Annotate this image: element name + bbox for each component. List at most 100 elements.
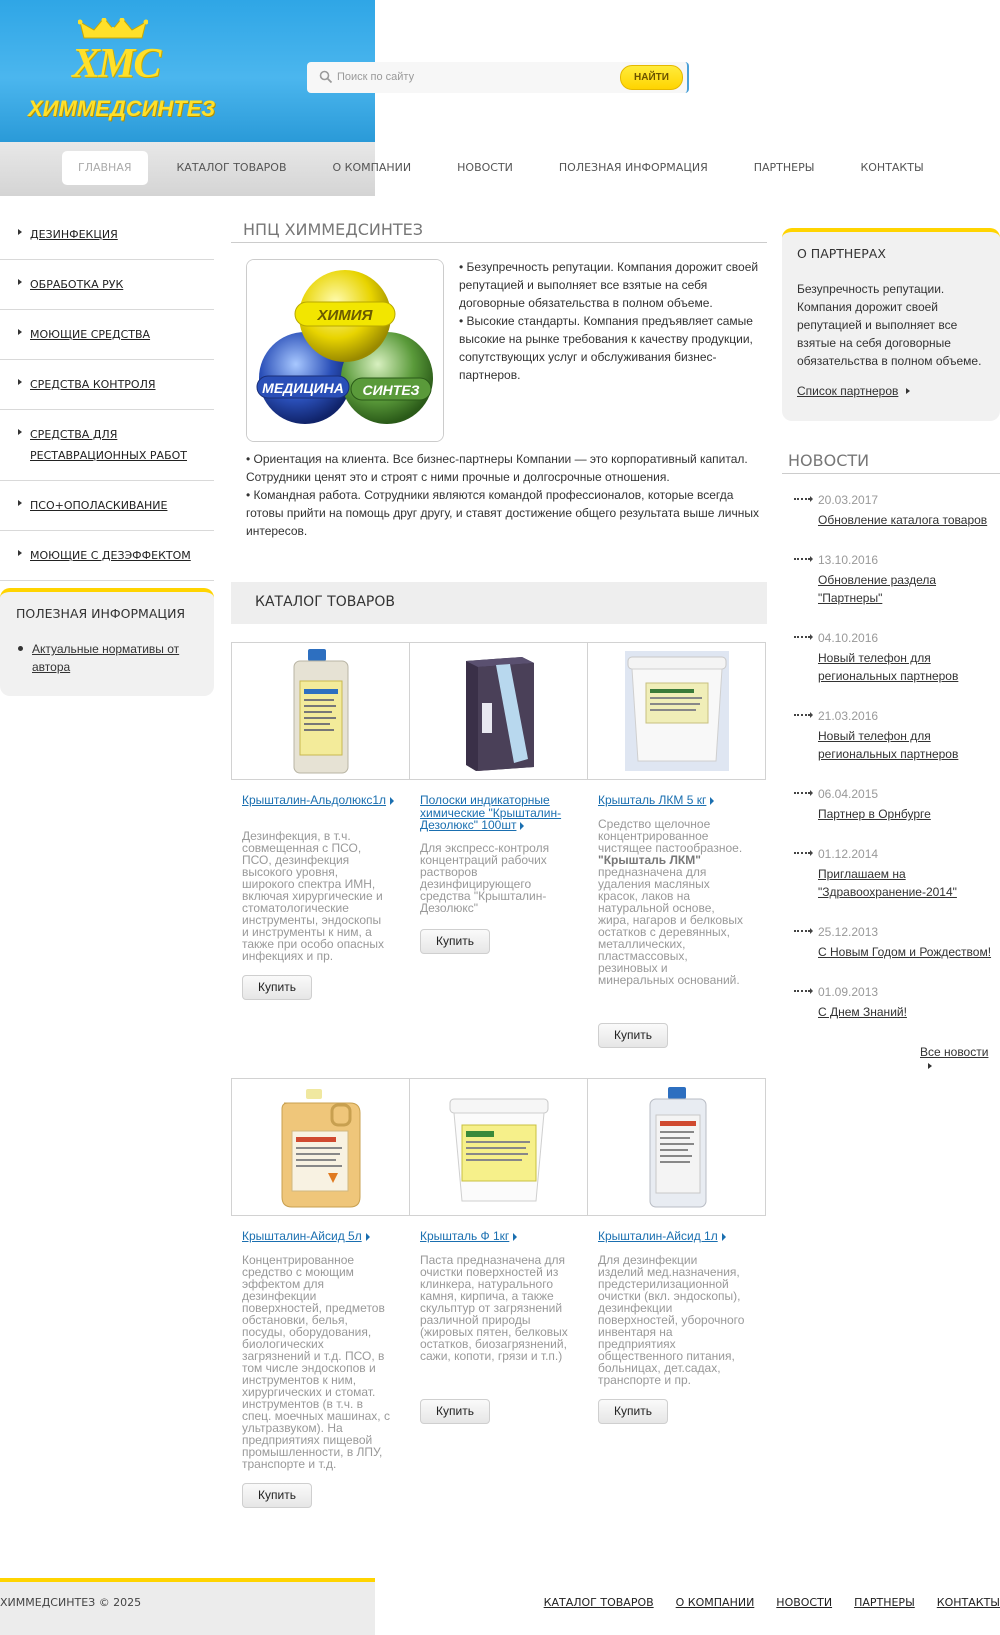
dotted-arrow-icon [794,496,813,502]
news-date: 21.03.2016 [818,709,879,723]
nav-item-contacts[interactable]: КОНТАКТЫ [860,161,924,174]
category-link[interactable]: МОЮЩИЕ СРЕДСТВА [30,328,151,341]
partners-list-label: Список партнеров [797,384,899,398]
product-title-link[interactable]: Крышталин-Айсид 1л [598,1230,758,1243]
category-item-restoration[interactable]: СРЕДСТВА ДЛЯ РЕСТАВРАЦИОННЫХ РАБОТ [0,410,214,481]
category-link[interactable]: СРЕДСТВА КОНТРОЛЯ [30,378,156,391]
buy-button[interactable]: Купить [242,975,312,1000]
product-title-link[interactable]: Крышталин-Альдолюкс1л [242,794,402,807]
product-image[interactable] [587,642,766,780]
nav-item-news[interactable]: НОВОСТИ [457,161,513,174]
arrow-right-icon [928,1063,932,1069]
buy-button[interactable]: Купить [242,1483,312,1508]
buy-button[interactable]: Купить [598,1023,668,1048]
about-partners-box: О ПАРТНЕРАХ Безупречность репутации. Ком… [782,228,1000,421]
product-image[interactable] [409,642,588,780]
news-link[interactable]: Партнер в Орнбурге [818,807,931,821]
product-title: Крышталь ЛКМ 5 кг [598,793,707,807]
bullet-arrow-icon [18,279,22,285]
product-title-link[interactable]: Полоски индикаторные химические "Крыштал… [420,794,580,832]
footer-nav: КАТАЛОГ ТОВАРОВ О КОМПАНИИ НОВОСТИ ПАРТН… [522,1596,1000,1609]
category-link[interactable]: ДЕЗИНФЕКЦИЯ [30,228,118,241]
about-paragraph: • Безупречность репутации. Компания доро… [459,260,759,310]
category-menu: ДЕЗИНФЕКЦИЯ ОБРАБОТКА РУК МОЮЩИЕ СРЕДСТВ… [0,210,214,581]
bullet-dot-icon [18,646,23,651]
product-title: Крышталь Ф 1кг [420,1229,510,1243]
product-title: Крышталин-Айсид 5л [242,1229,362,1243]
news-date: 01.09.2013 [818,985,879,999]
news-link[interactable]: Новый телефон для региональных партнеров [818,651,959,683]
footer-link-partners[interactable]: ПАРТНЕРЫ [854,1596,915,1609]
search-icon [319,70,333,84]
logo[interactable]: ХМС ХИММЕДСИНТЕЗ [22,14,215,124]
about-title: НПЦ ХИММЕДСИНТЕЗ [231,220,767,243]
product-image[interactable] [587,1078,766,1216]
bucket-image [449,1098,549,1202]
buy-button[interactable]: Купить [598,1399,668,1424]
search-input[interactable] [337,67,617,87]
useful-info-box: ПОЛЕЗНАЯ ИНФОРМАЦИЯ Актуальные нормативы… [0,588,214,696]
search-button[interactable]: НАЙТИ [620,65,683,90]
category-item-disinfection[interactable]: ДЕЗИНФЕКЦИЯ [0,210,214,260]
product-image[interactable] [409,1078,588,1216]
news-date: 06.04.2015 [818,787,879,801]
news-link[interactable]: С Новым Годом и Рождеством! [818,945,992,959]
all-news-link[interactable]: Все новости [920,1045,1000,1073]
footer-link-contacts[interactable]: КОНТАКТЫ [936,1596,1000,1609]
nav-item-about[interactable]: О КОМПАНИИ [332,161,412,174]
news-link[interactable]: Приглашаем на "Здравоохранение-2014" [818,867,957,899]
nav-item-partners[interactable]: ПАРТНЕРЫ [753,161,815,174]
dotted-arrow-icon [794,850,813,856]
category-link[interactable]: МОЮЩИЕ С ДЕЗЭФФЕКТОМ [30,549,191,562]
image-label-medicine: МЕДИЦИНА [262,380,344,396]
category-link[interactable]: ПСО+ОПОЛАСКИВАНИЕ [30,499,168,512]
buy-button[interactable]: Купить [420,1399,490,1424]
product-image[interactable] [231,1078,410,1216]
category-link[interactable]: ОБРАБОТКА РУК [30,278,124,291]
product-title-link[interactable]: Крышталин-Айсид 5л [242,1230,402,1243]
category-item-detergents[interactable]: МОЮЩИЕ СРЕДСТВА [0,310,214,360]
product-title-link[interactable]: Крышталь ЛКМ 5 кг [598,794,758,807]
useful-info-link[interactable]: Актуальные нормативы от автора [32,642,180,674]
bullet-arrow-icon [18,229,22,235]
news-date: 20.03.2017 [818,493,879,507]
product-title: Крышталин-Альдолюкс1л [242,793,387,807]
product-name-bold: "Крышталь ЛКМ" [598,853,701,867]
footer-link-news[interactable]: НОВОСТИ [776,1596,833,1609]
footer-link-catalog[interactable]: КАТАЛОГ ТОВАРОВ [543,1596,654,1609]
arrow-right-icon [513,1233,518,1241]
buy-button[interactable]: Купить [420,929,490,954]
news-link[interactable]: Обновление каталога товаров [818,513,988,527]
arrow-right-icon [710,797,715,805]
category-link[interactable]: СРЕДСТВА ДЛЯ РЕСТАВРАЦИОННЫХ РАБОТ [30,428,188,462]
dotted-arrow-icon [794,790,813,796]
arrow-right-icon [906,388,911,394]
category-item-pso-rinse[interactable]: ПСО+ОПОЛАСКИВАНИЕ [0,481,214,531]
bullet-arrow-icon [18,329,22,335]
news-date: 13.10.2016 [818,553,879,567]
arrow-right-icon [721,1233,726,1241]
bullet-arrow-icon [18,429,22,435]
news-date: 01.12.2014 [818,847,879,861]
nav-item-catalog[interactable]: КАТАЛОГ ТОВАРОВ [176,161,287,174]
catalog-header: КАТАЛОГ ТОВАРОВ [231,582,767,624]
about-text-bottom: • Ориентация на клиента. Все бизнес-парт… [246,450,766,540]
footer-link-about[interactable]: О КОМПАНИИ [675,1596,755,1609]
category-item-detergents-disinfect[interactable]: МОЮЩИЕ С ДЕЗЭФФЕКТОМ [0,531,214,581]
canister-image [281,1089,361,1208]
category-item-control[interactable]: СРЕДСТВА КОНТРОЛЯ [0,360,214,410]
image-label-chemistry: ХИМИЯ [316,307,373,324]
bullet-arrow-icon [18,500,22,506]
product-image[interactable] [231,642,410,780]
category-item-hand-treatment[interactable]: ОБРАБОТКА РУК [0,260,214,310]
product-title-link[interactable]: Крышталь Ф 1кг [420,1230,580,1243]
news-link[interactable]: С Днем Знаний! [818,1005,907,1019]
nav-item-useful-info[interactable]: ПОЛЕЗНАЯ ИНФОРМАЦИЯ [558,161,708,174]
news-link[interactable]: Обновление раздела "Партнеры" [818,573,937,605]
bullet-arrow-icon [18,379,22,385]
news-date: 04.10.2016 [818,631,879,645]
nav-item-home[interactable]: ГЛАВНАЯ [62,151,148,185]
news-link[interactable]: Новый телефон для региональных партнеров [818,729,959,761]
partners-list-link[interactable]: Список партнеров [797,384,911,398]
all-news-label: Все новости [920,1045,989,1059]
